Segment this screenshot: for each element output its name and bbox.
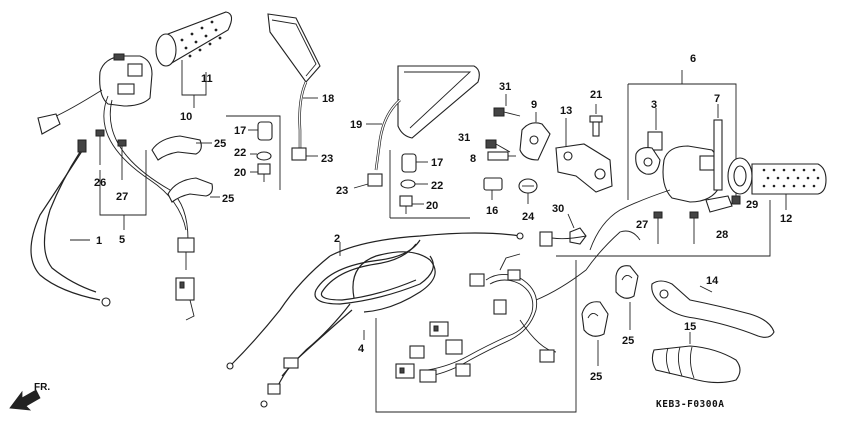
callout-25-right-upper: 25 bbox=[622, 335, 634, 347]
callout-5: 5 bbox=[119, 234, 125, 246]
callout-28: 28 bbox=[716, 229, 728, 241]
wire-harness bbox=[395, 230, 641, 383]
callout-29: 29 bbox=[746, 199, 758, 211]
master-cylinder-13 bbox=[555, 143, 613, 193]
bolt-21 bbox=[589, 115, 603, 137]
callout-20-left: 20 bbox=[234, 167, 246, 179]
lever-cover-15 bbox=[651, 345, 741, 384]
callout-26: 26 bbox=[94, 177, 106, 189]
screw-31-upper bbox=[493, 107, 521, 117]
callout-8: 8 bbox=[470, 153, 476, 165]
plate-7 bbox=[705, 119, 733, 213]
cover-3 bbox=[635, 131, 663, 175]
callout-18: 18 bbox=[322, 93, 334, 105]
screw-29 bbox=[731, 195, 741, 205]
callout-4: 4 bbox=[358, 343, 365, 355]
right-mirror bbox=[374, 65, 480, 171]
callout-27-left: 27 bbox=[116, 191, 128, 203]
callout-11: 11 bbox=[201, 73, 213, 85]
wire-clamp-right-upper bbox=[615, 265, 639, 299]
clutch-cable bbox=[30, 139, 111, 307]
callout-30: 30 bbox=[552, 203, 564, 215]
callout-25-right-lower: 25 bbox=[590, 371, 602, 383]
callout-21: 21 bbox=[590, 89, 602, 101]
screw-27-right bbox=[653, 211, 663, 244]
drawing-code: KEB3-F0300A bbox=[656, 399, 724, 410]
screw-31-lower bbox=[485, 139, 511, 153]
callout-15: 15 bbox=[684, 321, 696, 333]
mirror-adapter-17-left bbox=[257, 121, 273, 141]
screw-28 bbox=[689, 211, 699, 244]
callout-16: 16 bbox=[486, 205, 498, 217]
callout-24: 24 bbox=[522, 211, 535, 223]
mirror-nut-left bbox=[291, 147, 307, 161]
callout-9: 9 bbox=[531, 99, 537, 111]
bolt-20-left bbox=[257, 163, 271, 182]
callout-22-left: 22 bbox=[234, 147, 246, 159]
callout-19: 19 bbox=[350, 119, 362, 131]
screw-27-left bbox=[117, 139, 127, 180]
screw-26 bbox=[95, 129, 105, 165]
callout-23-left: 23 bbox=[321, 153, 333, 165]
callout-7: 7 bbox=[714, 93, 720, 105]
wire-clamp-upper-left bbox=[151, 135, 202, 161]
front-direction-arrow bbox=[9, 389, 41, 411]
callout-31-upper: 31 bbox=[499, 81, 511, 93]
callout-22-right: 22 bbox=[431, 180, 443, 192]
callout-1: 1 bbox=[96, 235, 102, 247]
callout-12: 12 bbox=[780, 213, 792, 225]
adjuster-16 bbox=[483, 177, 503, 200]
callout-25-upper-left: 25 bbox=[214, 138, 226, 150]
callout-20-right: 20 bbox=[426, 200, 438, 212]
right-switch-housing bbox=[589, 145, 721, 251]
bolt-20-right bbox=[399, 195, 413, 214]
wire-clamp-lower-left bbox=[167, 177, 213, 203]
callout-31-lower: 31 bbox=[458, 132, 470, 144]
washer-22-right bbox=[400, 179, 416, 189]
callout-25-lower-left: 25 bbox=[222, 193, 234, 205]
callout-3: 3 bbox=[651, 99, 657, 111]
callout-10: 10 bbox=[180, 111, 192, 123]
callout-17-right: 17 bbox=[431, 157, 443, 169]
callout-6: 6 bbox=[690, 53, 696, 65]
callout-2: 2 bbox=[334, 233, 340, 245]
left-switch-assembly bbox=[37, 53, 189, 241]
wire-clamp-right-lower bbox=[581, 301, 609, 337]
callout-27-right: 27 bbox=[636, 219, 648, 231]
callout-14: 14 bbox=[706, 275, 719, 287]
left-mirror bbox=[267, 13, 321, 148]
washer-22-left bbox=[256, 151, 272, 161]
front-marker-label: FR. bbox=[34, 382, 50, 393]
throttle-grip-12 bbox=[727, 157, 827, 195]
callout-23-right: 23 bbox=[336, 185, 348, 197]
brake-lever-14 bbox=[651, 280, 775, 338]
left-grip bbox=[155, 11, 233, 67]
left-switch-coupler bbox=[175, 237, 195, 321]
mirror-nut-right bbox=[367, 173, 383, 187]
holder-9 bbox=[519, 122, 551, 161]
callout-17-left: 17 bbox=[234, 125, 246, 137]
throttle-cable-4 bbox=[260, 251, 436, 408]
throttle-cable-2 bbox=[226, 232, 524, 370]
callout-13: 13 bbox=[560, 105, 572, 117]
switch-8 bbox=[487, 151, 516, 161]
cap-24 bbox=[518, 178, 538, 204]
mirror-adapter-17-right bbox=[401, 153, 417, 173]
nut-30 bbox=[569, 227, 587, 245]
